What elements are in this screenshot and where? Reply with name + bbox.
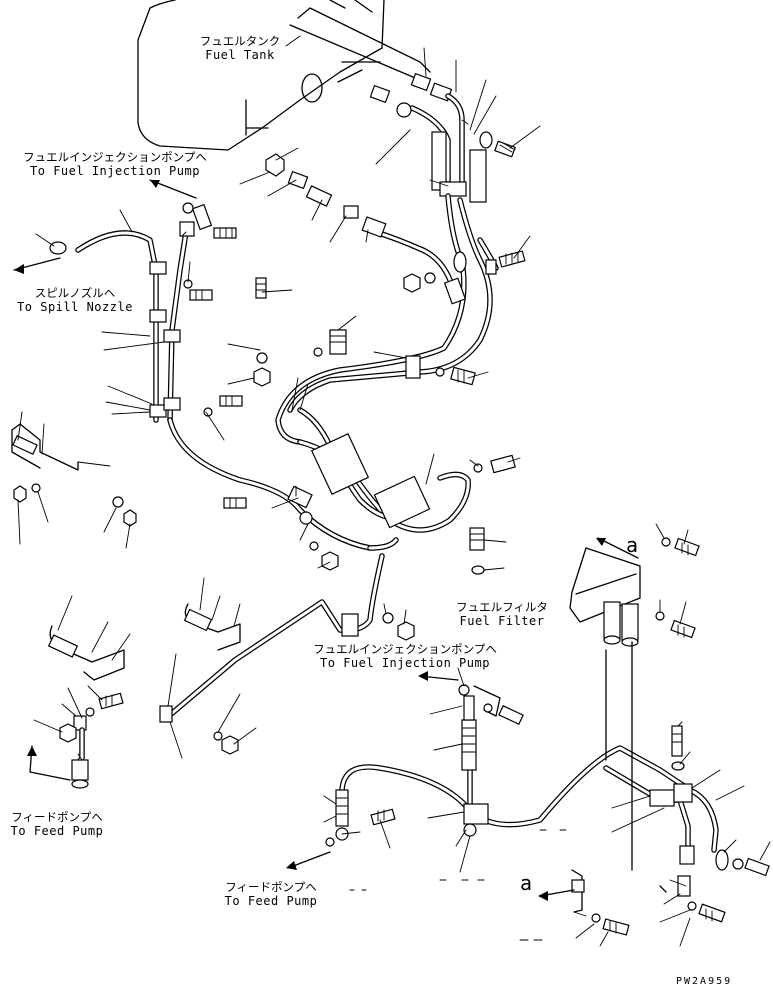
label-to-feed-pump-left-jp: フィードポンプヘ: [11, 810, 103, 824]
center-pipes: [167, 153, 526, 718]
label-fuel-tank-jp: フュエルタンク: [199, 34, 281, 48]
left-bracket: [11, 423, 137, 527]
label-to-feed-pump-left-en: To Feed Pump: [10, 824, 104, 838]
label-to-feed-pump-bottom-jp: フィードポンプヘ: [225, 880, 317, 894]
label-to-feed-pump-bottom-en: To Feed Pump: [224, 894, 318, 908]
label-to-spill-nozzle-jp: スピルノズルヘ: [34, 286, 116, 300]
marker-a-upper: a: [626, 533, 639, 557]
label-to-spill-nozzle-en: To Spill Nozzle: [17, 300, 133, 314]
dash-marks: [349, 829, 567, 941]
label-fuel-filter: フュエルフィルタ Fuel Filter: [440, 600, 564, 628]
label-to-injection-pump-mid-en: To Fuel Injection Pump: [320, 656, 490, 670]
label-to-injection-pump-top-en: To Fuel Injection Pump: [30, 164, 200, 178]
label-to-injection-pump-top: フュエルインジェクションポンプヘ To Fuel Injection Pump: [0, 150, 230, 178]
label-to-injection-pump-top-jp: フュエルインジェクションポンプヘ: [23, 150, 207, 164]
label-to-injection-pump-mid: フュエルインジェクションポンプヘ To Fuel Injection Pump: [290, 642, 520, 670]
label-fuel-tank-en: Fuel Tank: [205, 48, 275, 62]
fuel-filter: [569, 537, 700, 647]
label-to-spill-nozzle: スピルノズルヘ To Spill Nozzle: [0, 286, 150, 314]
label-to-feed-pump-left: フィードポンプヘ To Feed Pump: [0, 810, 114, 838]
label-fuel-tank: フュエルタンク Fuel Tank: [180, 34, 300, 62]
lower-left-clamps: [47, 603, 241, 789]
tank-fittings: [369, 72, 516, 203]
label-fuel-filter-jp: フュエルフィルタ: [456, 600, 548, 614]
upper-left-pipes: [49, 202, 271, 423]
label-to-injection-pump-mid-jp: フュエルインジェクションポンプヘ: [313, 642, 497, 656]
label-fuel-filter-en: Fuel Filter: [459, 614, 545, 628]
label-to-feed-pump-bottom: フィードポンプヘ To Feed Pump: [214, 880, 328, 908]
fuel-tank: [137, 0, 431, 151]
direction-arrows: [13, 179, 639, 901]
leader-lines: [17, 35, 771, 947]
feed-lines: [325, 641, 770, 936]
marker-a-lower: a: [520, 871, 533, 895]
drawing-code: PW2A959: [676, 976, 733, 987]
